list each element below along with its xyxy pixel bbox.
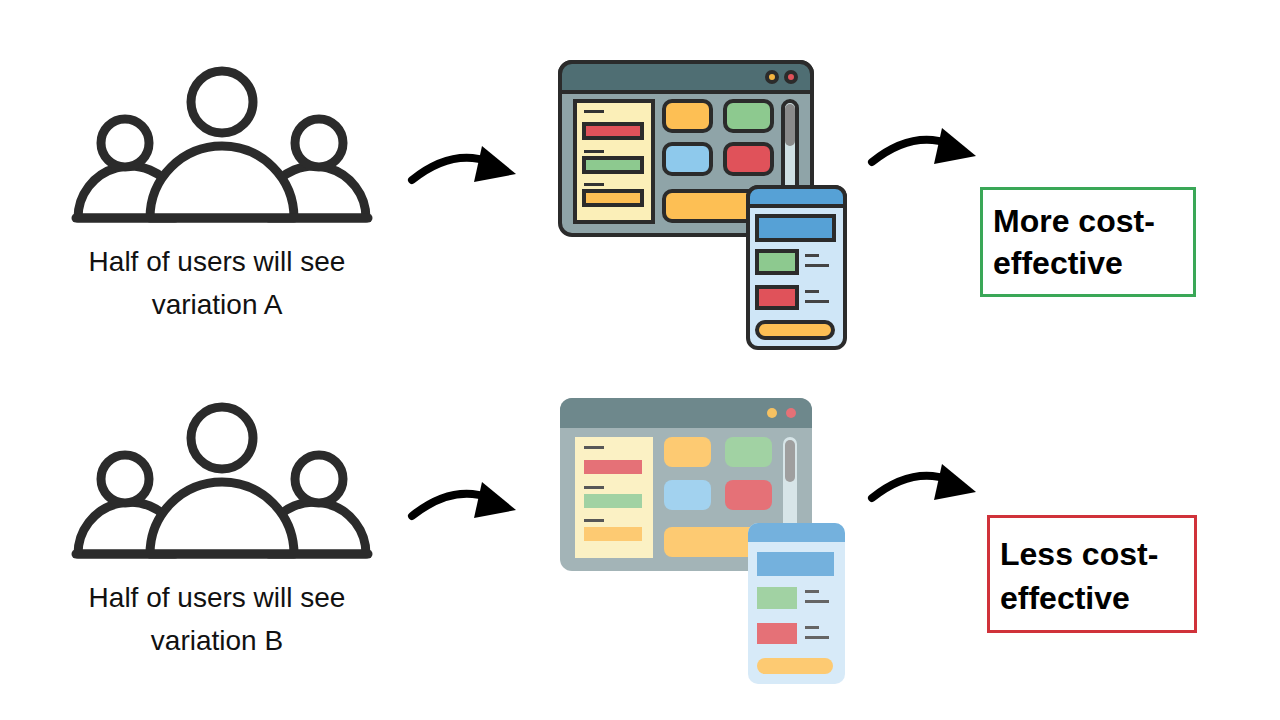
result-box: Less cost-effective <box>987 515 1197 633</box>
flow-arrow <box>872 464 976 500</box>
flow-arrow <box>412 482 516 518</box>
variation-a-screens <box>560 62 845 348</box>
variation-b-screens <box>560 398 845 684</box>
users-icon <box>76 407 368 554</box>
group-caption: Half of users will see variation B <box>47 576 387 662</box>
users-icon <box>76 71 368 218</box>
result-text: Less cost-effective <box>1000 532 1184 620</box>
flow-arrow <box>872 128 976 164</box>
group-caption: Half of users will see variation A <box>47 240 387 326</box>
flow-arrow <box>412 146 516 182</box>
result-box: More cost-effective <box>980 187 1196 297</box>
result-text: More cost-effective <box>993 200 1183 284</box>
